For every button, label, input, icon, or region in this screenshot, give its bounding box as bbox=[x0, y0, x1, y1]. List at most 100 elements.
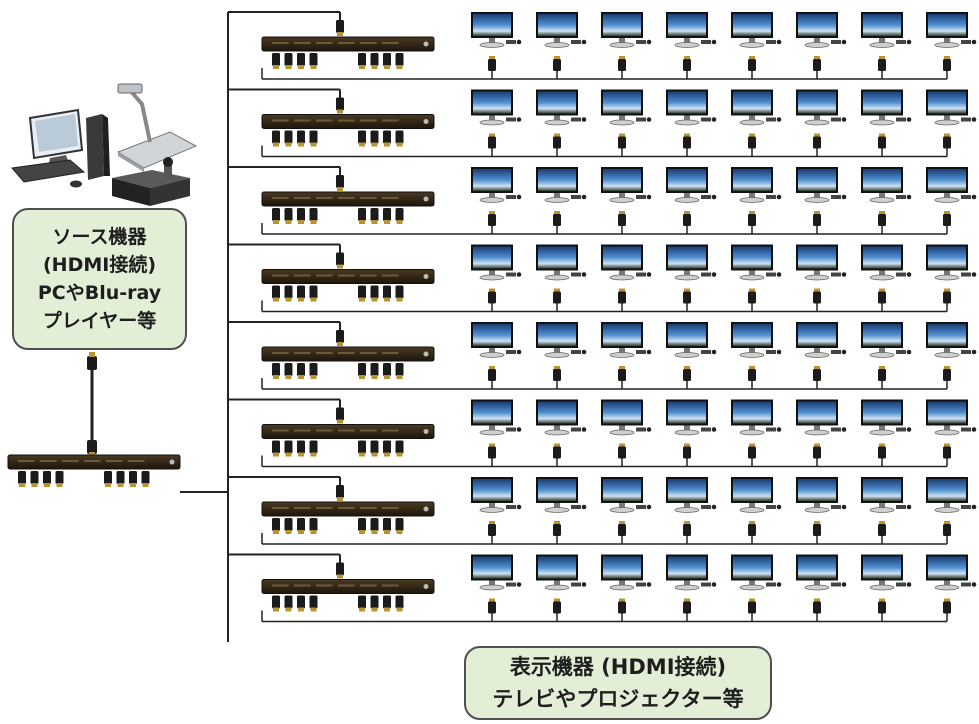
splitter-row bbox=[228, 88, 977, 158]
output-port-plug bbox=[297, 285, 305, 302]
display-tv-icon bbox=[666, 12, 717, 71]
display-tv-icon bbox=[666, 399, 717, 459]
output-port-plug bbox=[383, 440, 391, 457]
source-label-line-3: PCやBlu-ray bbox=[37, 282, 162, 304]
display-tv-icon bbox=[471, 554, 522, 614]
display-tv-icon bbox=[666, 244, 717, 304]
source-devices-label: ソース機器 (HDMI接続) PCやBlu-ray プレイヤー等 bbox=[12, 208, 187, 350]
hdmi-splitter-unit bbox=[261, 501, 435, 534]
splitter-row bbox=[228, 476, 977, 545]
output-port-plug bbox=[284, 130, 293, 147]
output-port-plug bbox=[395, 518, 404, 534]
output-port-plug bbox=[358, 285, 366, 302]
output-port-plug bbox=[309, 208, 318, 224]
output-port-plug bbox=[358, 440, 366, 457]
input-port-plug bbox=[336, 97, 344, 114]
display-tv-icon bbox=[731, 244, 782, 304]
output-port-plug bbox=[370, 518, 379, 534]
output-port-plug bbox=[55, 471, 64, 487]
display-tv-icon bbox=[861, 399, 912, 459]
main-hdmi-splitter bbox=[7, 454, 181, 487]
output-port-plug bbox=[272, 440, 280, 457]
display-tv-icon bbox=[536, 399, 587, 459]
output-port-plug bbox=[309, 53, 318, 69]
output-port-plug bbox=[309, 363, 318, 379]
display-tv-icon bbox=[601, 554, 652, 614]
output-port-plug bbox=[383, 285, 391, 302]
display-tv-icon bbox=[861, 322, 912, 381]
output-port-plug bbox=[284, 518, 293, 534]
display-tv-icon bbox=[731, 167, 782, 226]
display-tv-icon bbox=[471, 89, 522, 149]
display-tv-icon bbox=[731, 477, 782, 536]
input-port-plug bbox=[336, 20, 344, 36]
hdmi-splitter-unit bbox=[261, 269, 435, 302]
document-camera-icon bbox=[116, 83, 198, 172]
splitter-row bbox=[228, 321, 977, 390]
output-port-plug bbox=[358, 53, 366, 69]
display-tv-icon bbox=[861, 12, 912, 71]
output-port-plug bbox=[309, 595, 318, 612]
output-port-plug bbox=[383, 130, 391, 147]
display-tv-icon bbox=[926, 12, 977, 71]
output-port-plug bbox=[18, 471, 26, 487]
output-port-plug bbox=[383, 595, 391, 612]
output-port-plug bbox=[129, 471, 137, 487]
output-port-plug bbox=[284, 363, 293, 379]
input-port-plug bbox=[336, 175, 344, 191]
display-tv-icon bbox=[861, 244, 912, 304]
display-devices-label: 表示機器 (HDMI接続) テレビやプロジェクター等 bbox=[464, 646, 772, 720]
output-port-plug bbox=[272, 595, 280, 612]
output-port-plug bbox=[358, 595, 366, 612]
display-tv-icon bbox=[926, 89, 977, 149]
output-port-plug bbox=[358, 130, 366, 147]
display-tv-icon bbox=[601, 89, 652, 149]
output-port-plug bbox=[395, 208, 404, 224]
display-tv-icon bbox=[601, 12, 652, 71]
output-port-plug bbox=[370, 208, 379, 224]
output-port-plug bbox=[30, 471, 39, 487]
splitter-row bbox=[228, 166, 977, 235]
display-tv-icon bbox=[731, 12, 782, 71]
output-port-plug bbox=[272, 518, 280, 534]
output-port-plug bbox=[309, 130, 318, 147]
output-port-plug bbox=[383, 363, 391, 379]
display-tv-icon bbox=[796, 89, 847, 149]
hdmi-splitter-unit bbox=[261, 36, 435, 69]
display-tv-icon bbox=[666, 322, 717, 381]
source-label-line-4: プレイヤー等 bbox=[42, 310, 157, 332]
output-port-plug bbox=[284, 285, 293, 302]
hdmi-splitter-unit bbox=[261, 346, 435, 379]
display-tv-icon bbox=[861, 167, 912, 226]
display-tv-icon bbox=[796, 322, 847, 381]
output-port-plug bbox=[395, 285, 404, 302]
output-port-plug bbox=[395, 130, 404, 147]
display-tv-icon bbox=[796, 554, 847, 614]
output-port-plug bbox=[284, 208, 293, 224]
display-tv-icon bbox=[926, 554, 977, 614]
display-tv-icon bbox=[666, 554, 717, 614]
output-port-plug bbox=[358, 208, 366, 224]
output-port-plug bbox=[284, 440, 293, 457]
display-tv-icon bbox=[471, 12, 522, 71]
output-port-plug bbox=[370, 285, 379, 302]
display-tv-icon bbox=[536, 12, 587, 71]
output-port-plug bbox=[272, 130, 280, 147]
display-tv-icon bbox=[601, 244, 652, 304]
display-tv-icon bbox=[926, 399, 977, 459]
output-port-plug bbox=[297, 595, 305, 612]
display-tv-icon bbox=[601, 477, 652, 536]
display-tv-icon bbox=[536, 322, 587, 381]
display-label-line-1: 表示機器 (HDMI接続) bbox=[509, 655, 727, 679]
output-port-plug bbox=[309, 440, 318, 457]
display-tv-icon bbox=[471, 399, 522, 459]
display-tv-icon bbox=[796, 167, 847, 226]
source-hdmi-cable bbox=[87, 352, 97, 456]
display-tv-icon bbox=[536, 477, 587, 536]
hdmi-splitter-unit bbox=[261, 579, 435, 612]
display-tv-icon bbox=[666, 477, 717, 536]
display-tv-icon bbox=[471, 244, 522, 304]
display-tv-icon bbox=[471, 167, 522, 226]
main-splitter-unit bbox=[7, 454, 181, 487]
source-label-line-1: ソース機器 bbox=[52, 226, 147, 248]
